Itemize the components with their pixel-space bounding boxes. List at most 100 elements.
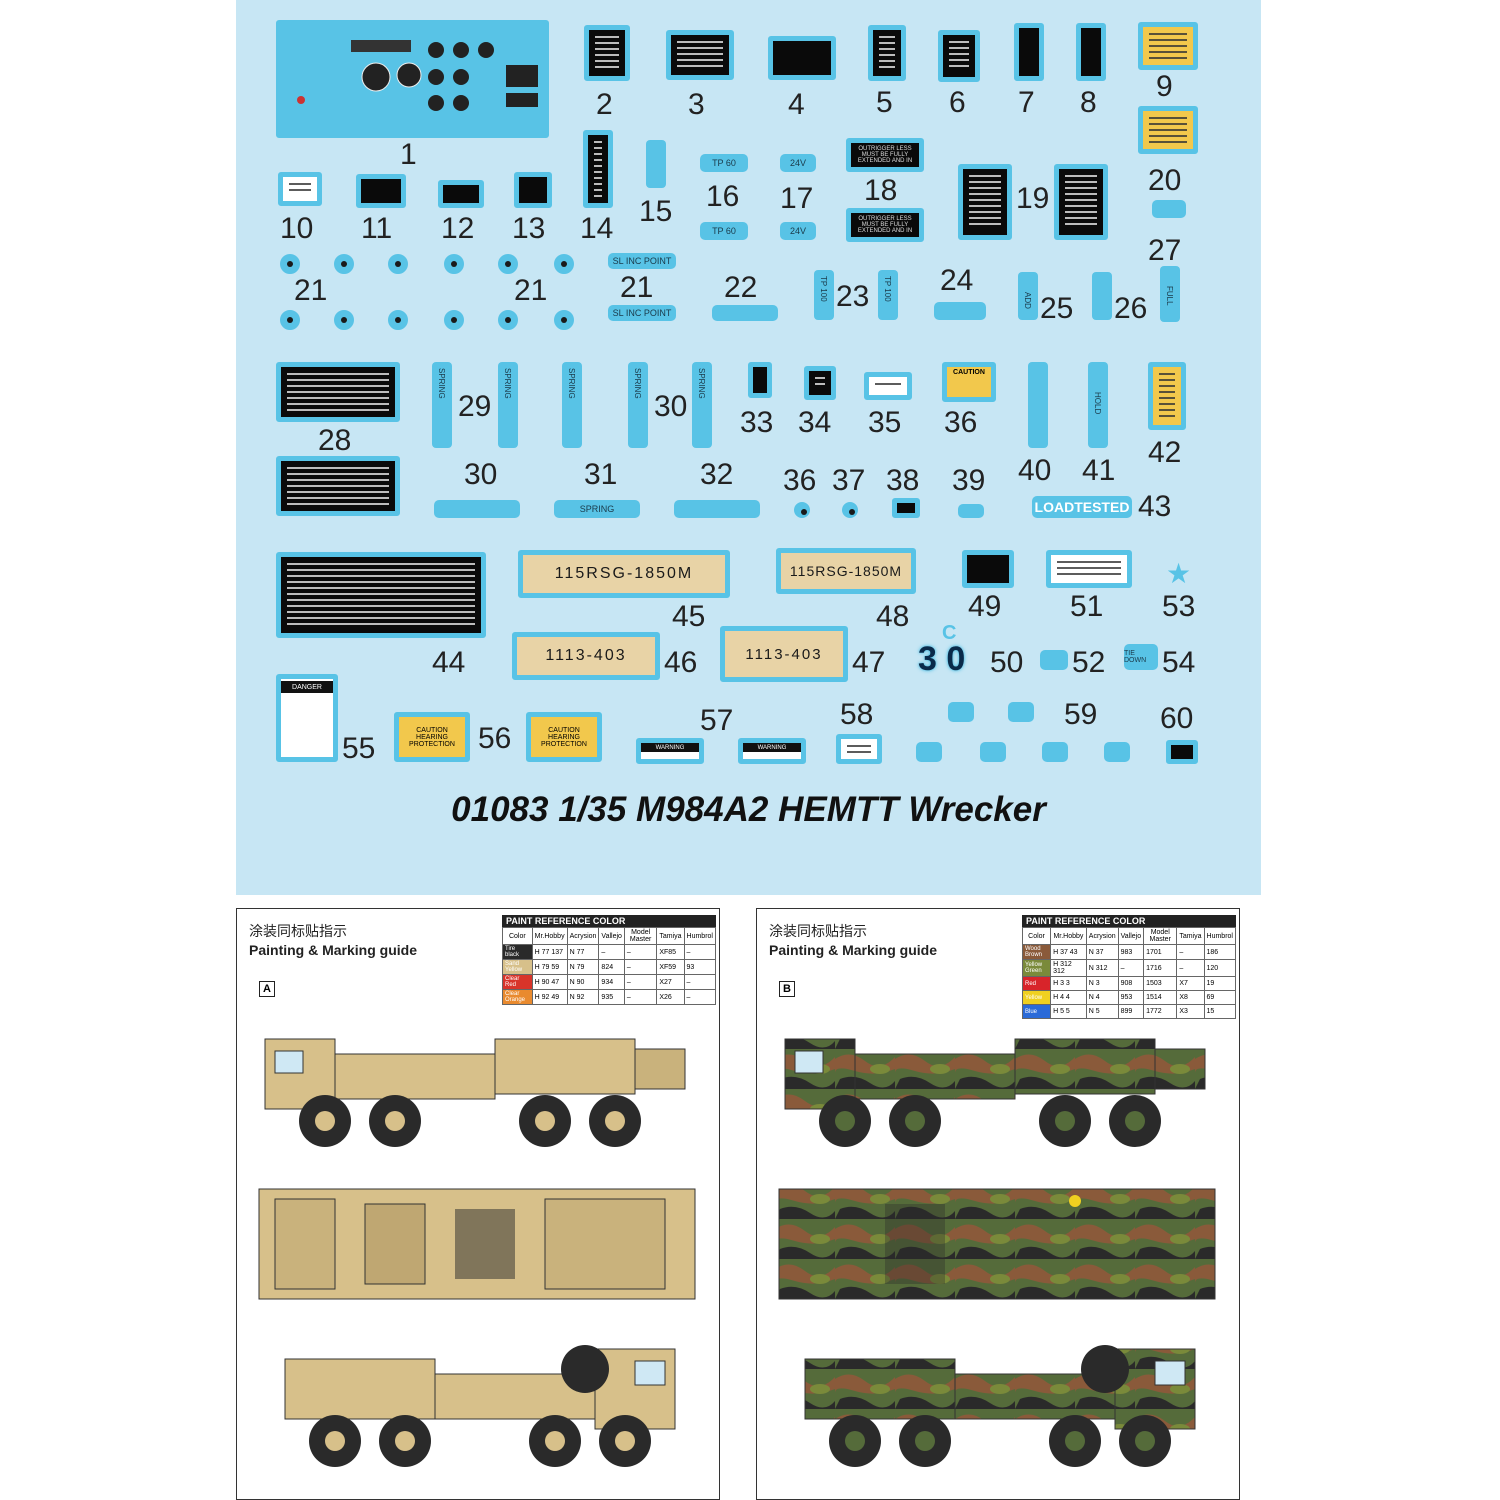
- table-cell: 908: [1117, 976, 1145, 991]
- decal-15: [646, 140, 666, 188]
- decal-text: SPRING: [567, 368, 576, 399]
- decal-44: [1148, 362, 1186, 430]
- star-icon: ★: [1166, 558, 1192, 589]
- decal-instrument-panel: [276, 20, 549, 138]
- decal-number: 39: [952, 464, 986, 497]
- decal-62: [1166, 740, 1198, 764]
- decal-21-dot: [498, 310, 518, 330]
- decal-35: [804, 366, 836, 400]
- table-cell: N 312: [1085, 959, 1119, 977]
- color-swatch: Clear Red: [502, 974, 533, 990]
- decal-49: 1113-403: [720, 626, 848, 682]
- guide-title-cn: 涂装同标贴指示: [769, 923, 867, 939]
- decal-number: 46: [664, 646, 698, 679]
- decal-61-tie-down: [1104, 742, 1130, 762]
- paint-table-header: Mr.Hobby: [1050, 927, 1087, 945]
- decal-text: SPRING: [697, 368, 706, 399]
- decal-45: LOADTESTED: [1032, 496, 1132, 518]
- decal-61-tie-down: [916, 742, 942, 762]
- decal-number: 50: [990, 646, 1024, 679]
- decal-number: 38: [886, 464, 920, 497]
- decal-number: 48: [876, 600, 910, 633]
- decal-number: 25: [1040, 292, 1074, 325]
- decal-number: 41: [1082, 454, 1116, 487]
- truck-side-view-left: [784, 1038, 1206, 1147]
- decal-22a: SL INC POINT: [608, 253, 676, 269]
- decal-text: 1113-403: [745, 645, 823, 663]
- decal-22b: SL INC POINT: [608, 305, 676, 321]
- decal-59a: WARNING: [636, 738, 704, 764]
- decal-7: [1014, 23, 1044, 81]
- truck-side-view-left: [264, 1038, 686, 1147]
- truck-side-view-right: [284, 1345, 676, 1467]
- decal-30b: SPRING: [498, 362, 518, 448]
- scheme-letter: B: [779, 981, 795, 997]
- decal-38: [794, 502, 810, 518]
- table-cell: 934: [598, 974, 625, 990]
- paint-table-header: Model Master: [623, 927, 658, 945]
- table-cell: N 4: [1085, 990, 1119, 1005]
- decal-number: 35: [868, 406, 902, 439]
- decal-24b: TP 100: [878, 270, 898, 320]
- decal-36: [864, 372, 912, 400]
- decal-30e: SPRING: [692, 362, 712, 448]
- table-cell: X27: [656, 974, 685, 990]
- truck-top-view: [258, 1188, 696, 1300]
- decal-text: 1113-403: [545, 647, 627, 664]
- table-cell: 120: [1203, 959, 1237, 977]
- decal-47: 115RSG-1850M: [518, 550, 730, 598]
- color-swatch: Red: [1021, 976, 1052, 991]
- decal-32: SPRING: [554, 500, 640, 518]
- decal-61-tie-down: [1042, 742, 1068, 762]
- decal-number: 60: [1160, 702, 1194, 735]
- decal-number: 2: [596, 88, 613, 121]
- color-swatch: Sand Yellow: [502, 959, 533, 975]
- color-swatch: Yellow Green: [1021, 959, 1052, 977]
- decal-60: [836, 734, 882, 764]
- decal-54: [1040, 650, 1068, 670]
- decal-number: 34: [798, 406, 832, 439]
- decal-number: 11: [361, 212, 393, 245]
- decal-text: SPRING: [437, 368, 446, 399]
- decal-59b: WARNING: [738, 738, 806, 764]
- painting-guide-b: 涂装同标贴指示 Painting & Marking guide B PAINT…: [756, 908, 1240, 1500]
- gauges-icon: [297, 40, 538, 111]
- decal-9: [1138, 22, 1198, 70]
- decal-18b: OUTRIGGER LESS MUST BE FULLY EXTENDED AN…: [846, 208, 924, 242]
- decal-34: [748, 362, 772, 398]
- decal-number: 3: [688, 88, 705, 121]
- paint-table-header: Acrysion: [1085, 927, 1119, 945]
- decal-number: 10: [280, 212, 314, 245]
- decal-text: TP 100: [883, 276, 892, 302]
- decal-number: 26: [1114, 292, 1148, 325]
- table-cell: XF59: [656, 959, 685, 975]
- paint-table-header: Mr.Hobby: [531, 927, 568, 945]
- decal-57: DANGER: [276, 674, 338, 762]
- painting-guide-a: 涂装同标贴指示 Painting & Marking guide A PAINT…: [236, 908, 720, 1500]
- decal-48: 1113-403: [512, 632, 660, 680]
- decal-text: ADD: [1023, 292, 1032, 309]
- decal-33: [674, 500, 760, 518]
- color-swatch: Clear Orange: [502, 989, 533, 1005]
- decal-21-dot: [334, 310, 354, 330]
- decal-number: 43: [1138, 490, 1172, 523]
- decal-52: 3 0: [918, 640, 966, 678]
- table-cell: –: [623, 959, 658, 975]
- decal-6: [938, 30, 980, 82]
- decal-29b: [276, 456, 400, 516]
- decal-number: 31: [584, 458, 618, 491]
- decal-number: 54: [1162, 646, 1196, 679]
- table-cell: N 90: [566, 974, 600, 990]
- color-swatch: Wood Brown: [1021, 944, 1052, 960]
- decal-27: [1092, 272, 1112, 320]
- decal-number: 55: [342, 732, 376, 765]
- decal-number: 42: [1148, 436, 1182, 469]
- decal-20: [1138, 106, 1198, 154]
- color-swatch: Blue: [1021, 1004, 1052, 1019]
- decal-50: 115RSG-1850M: [776, 548, 916, 594]
- table-cell: H 77 137: [531, 944, 568, 960]
- table-cell: –: [1117, 959, 1145, 977]
- decal-number: 22: [724, 271, 758, 304]
